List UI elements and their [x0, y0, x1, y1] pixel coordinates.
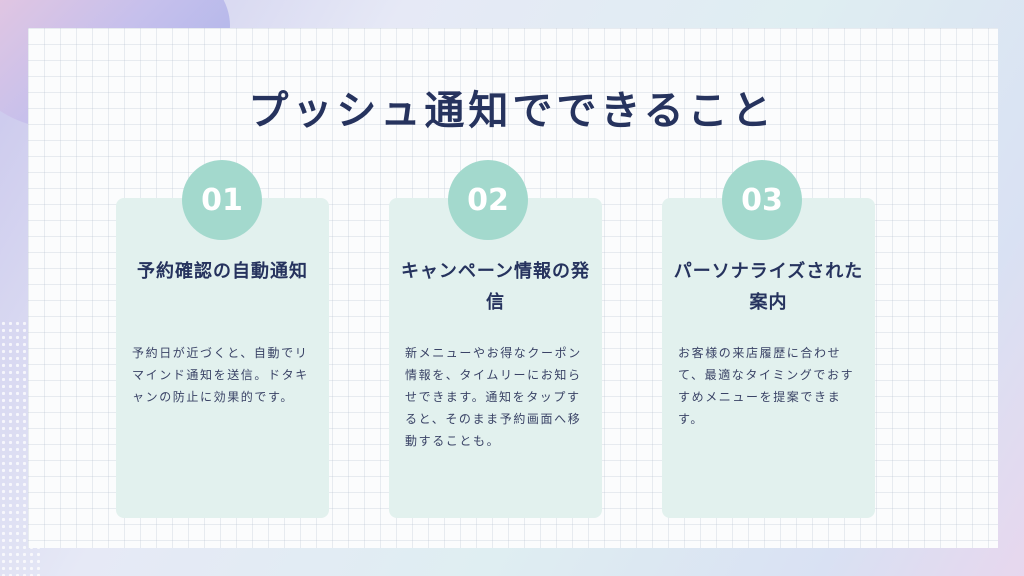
feature-card-1: 予約確認の自動通知 予約日が近づくと、自動でリマインド通知を送信。ドタキャンの防… — [116, 198, 329, 518]
feature-card-body: 予約日が近づくと、自動でリマインド通知を送信。ドタキャンの防止に効果的です。 — [132, 346, 309, 404]
feature-number-badge: 03 — [722, 160, 802, 240]
feature-card-title: 予約確認の自動通知 — [137, 261, 308, 282]
page-title: プッシュ通知でできること — [248, 87, 776, 134]
feature-card-body: お客様の来店履歴に合わせて、最適なタイミングでおすすめメニューを提案できます。 — [678, 346, 855, 426]
feature-card-body: 新メニューやお得なクーポン情報を、タイムリーにお知らせできます。通知をタップする… — [405, 346, 582, 448]
feature-card-title: パーソナライズされた案内 — [673, 261, 864, 313]
feature-number-badge: 01 — [182, 160, 262, 240]
feature-card-title: キャンペーン情報の発信 — [400, 261, 591, 313]
feature-card-3: パーソナライズされた案内 お客様の来店履歴に合わせて、最適なタイミングでおすすめ… — [662, 198, 875, 518]
feature-number-badge: 02 — [448, 160, 528, 240]
feature-card-2: キャンペーン情報の発信 新メニューやお得なクーポン情報を、タイムリーにお知らせで… — [389, 198, 602, 518]
